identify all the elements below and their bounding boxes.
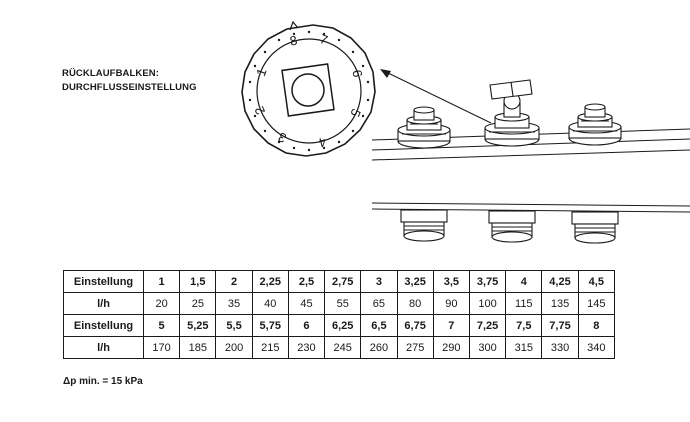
dial-square-socket: [281, 63, 335, 117]
setting-value: 2: [215, 270, 253, 293]
setting-value: 1: [142, 270, 181, 293]
dial-scale-dots: [248, 30, 370, 152]
caption-line: RÜCKLAUFBALKEN:: [62, 68, 160, 79]
row-header: l/h: [63, 292, 144, 315]
flow-rate-value: 115: [505, 292, 543, 315]
row-header: Einstellung: [63, 270, 144, 293]
leader-arrow: [380, 69, 492, 124]
setting-value: 6,25: [324, 314, 362, 337]
setting-value: 4,5: [577, 270, 616, 293]
dial-center-hole: [291, 73, 325, 107]
setting-value: 7: [432, 314, 470, 337]
setting-value: 6,5: [360, 314, 398, 337]
setting-value: 4: [505, 270, 543, 293]
flow-rate-value: 260: [360, 336, 398, 359]
setting-value: 7,5: [505, 314, 543, 337]
flow-rate-value: 45: [287, 292, 326, 315]
outlet-1: [400, 209, 448, 242]
setting-value: 1,5: [179, 270, 217, 293]
flow-rate-value: 340: [577, 336, 616, 359]
flow-rate-value: 185: [179, 336, 217, 359]
flow-rate-value: 35: [215, 292, 253, 315]
setting-value: 2,5: [287, 270, 326, 293]
flow-rate-value: 25: [179, 292, 217, 315]
manifold-illustration: 8 7 6 5 4 3 2 1: [241, 20, 690, 244]
outlet-3: [571, 211, 619, 244]
flow-rate-value: 135: [541, 292, 579, 315]
flow-rate-value: 230: [287, 336, 326, 359]
row-header: Einstellung: [63, 314, 144, 337]
dial-numeral: 4: [317, 134, 328, 150]
setting-value: 3,5: [432, 270, 470, 293]
flow-rate-value: 290: [432, 336, 470, 359]
flow-rate-value: 275: [396, 336, 434, 359]
valve-3: [568, 103, 622, 146]
setting-value: 5,5: [215, 314, 253, 337]
flow-rate-value: 215: [251, 336, 289, 359]
setting-value: 6,75: [396, 314, 434, 337]
setting-value: 2,75: [324, 270, 362, 293]
dial-numeral: 7: [318, 31, 330, 48]
setting-value: 2,25: [251, 270, 289, 293]
flow-rate-value: 170: [142, 336, 181, 359]
valve-1: [397, 106, 451, 149]
flow-rate-value: 90: [432, 292, 470, 315]
setting-value: 7,25: [468, 314, 507, 337]
figure-caption: RÜCKLAUFBALKEN: DURCHFLUSSEINSTELLUNG: [62, 67, 197, 95]
dial-numeral: 1: [253, 66, 270, 78]
setting-value: 3: [360, 270, 398, 293]
flow-rate-value: 300: [468, 336, 507, 359]
flow-rate-value: 55: [324, 292, 362, 315]
valve-2: [484, 79, 540, 147]
flow-setting-dial: [241, 20, 376, 157]
flow-rate-value: 20: [142, 292, 181, 315]
dial-numeral: 8: [288, 33, 298, 49]
flow-rate-value: 330: [541, 336, 579, 359]
setting-value: 3,75: [468, 270, 507, 293]
dial-pointer: [289, 20, 299, 31]
dial-inner-ring: [256, 38, 362, 144]
flow-rate-value: 80: [396, 292, 434, 315]
flow-rate-value: 40: [251, 292, 289, 315]
flow-rate-value: 315: [505, 336, 543, 359]
valve-key-handle: [489, 79, 533, 100]
setting-value: 5,75: [251, 314, 289, 337]
pressure-drop-note: Δp min. = 15 kPa: [63, 376, 143, 387]
flow-rate-value: 200: [215, 336, 253, 359]
flow-rate-value: 145: [577, 292, 616, 315]
setting-value: 8: [577, 314, 616, 337]
outlet-2: [488, 210, 536, 243]
caption-line: DURCHFLUSSEINSTELLUNG: [62, 82, 197, 93]
setting-value: 7,75: [541, 314, 579, 337]
row-header: l/h: [63, 336, 144, 359]
setting-value: 5,25: [179, 314, 217, 337]
setting-value: 3,25: [396, 270, 434, 293]
setting-value: 4,25: [541, 270, 579, 293]
flow-rate-value: 65: [360, 292, 398, 315]
setting-value: 5: [142, 314, 181, 337]
flow-rate-value: 245: [324, 336, 362, 359]
setting-value: 6: [287, 314, 326, 337]
dial-numeral: 6: [349, 69, 365, 79]
flow-rate-value: 100: [468, 292, 507, 315]
